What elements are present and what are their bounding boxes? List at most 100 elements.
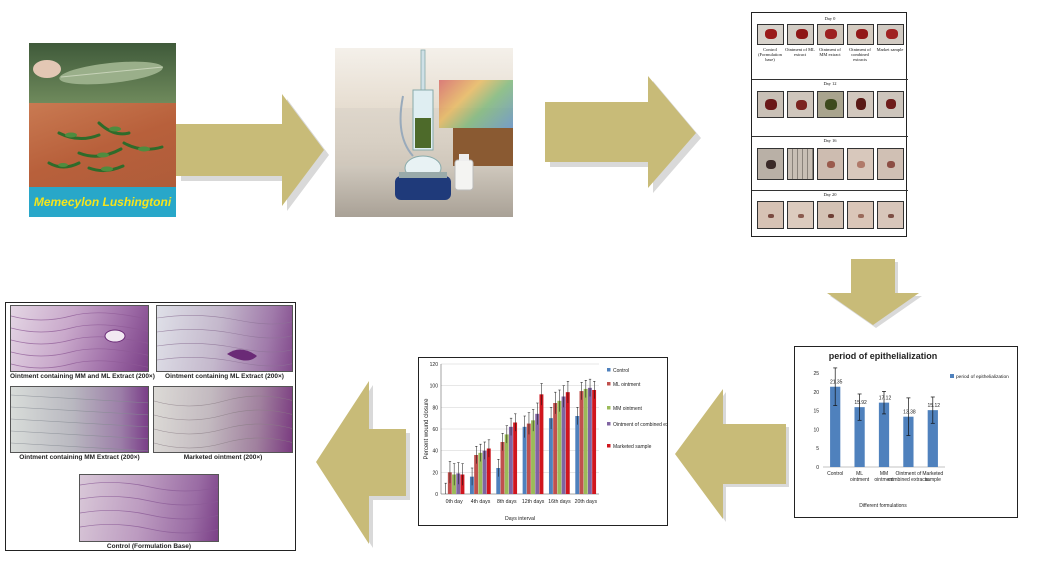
x-tick-label: ointment xyxy=(874,477,894,483)
divider xyxy=(752,79,908,80)
bar xyxy=(478,452,483,494)
glassware-icon xyxy=(395,49,474,200)
arrow-right-1 xyxy=(176,94,329,211)
wound-photo xyxy=(847,24,874,45)
legend-swatch xyxy=(607,368,611,372)
group-label: Control (Formulation base) xyxy=(758,47,782,62)
wound-photo xyxy=(847,201,874,229)
wound-photo xyxy=(817,201,844,229)
x-tick-label: combined extracts xyxy=(888,477,929,483)
tissue-texture xyxy=(80,482,218,534)
wound-photo xyxy=(847,148,874,180)
wound-photo xyxy=(787,24,814,45)
x-tick-label: sample xyxy=(925,477,941,483)
chart-title: period of epithelialization xyxy=(829,351,938,361)
histology-image xyxy=(156,305,293,372)
x-tick-label: 20th days xyxy=(575,499,598,505)
histology-caption: Control (Formulation Base) xyxy=(106,543,192,550)
bar xyxy=(830,386,841,467)
legend-swatch xyxy=(607,422,611,426)
x-tick-label: MM xyxy=(880,471,888,477)
group-label: Ointment of MM extract xyxy=(819,47,841,57)
data-label: 13.38 xyxy=(903,410,916,416)
wall-posters xyxy=(439,80,513,128)
histology-caption: Ointment containing MM Extract (200×) xyxy=(19,454,140,461)
arrow-left-1 xyxy=(675,389,789,522)
bar xyxy=(482,450,487,494)
tissue-texture xyxy=(11,394,148,452)
tissue-texture xyxy=(11,312,148,369)
plant-name: Memecylon Lushingtoni xyxy=(33,195,172,209)
tissue-texture xyxy=(154,395,292,449)
wound-photo xyxy=(817,24,844,45)
bar xyxy=(579,391,584,494)
data-label: 17.12 xyxy=(879,396,892,402)
bar xyxy=(522,426,527,494)
wound-photo xyxy=(757,148,784,180)
wound-photo xyxy=(877,24,904,45)
wound-photo xyxy=(757,201,784,229)
bar xyxy=(878,402,890,467)
x-tick-label: Control xyxy=(827,471,843,477)
y-tick-label: 20 xyxy=(813,390,819,396)
y-tick-label: 0 xyxy=(816,465,819,471)
y-tick-label: 100 xyxy=(430,384,439,390)
wound-photo xyxy=(877,201,904,229)
plant-name-banner: Memecylon Lushingtoni xyxy=(29,187,176,217)
x-tick-label: 16th days xyxy=(548,499,571,505)
histology-image xyxy=(10,305,149,372)
y-tick-label: 5 xyxy=(816,446,819,452)
data-label: 15.12 xyxy=(928,403,941,409)
bar xyxy=(504,434,509,494)
plant-photo: Memecylon Lushingtoni xyxy=(29,43,176,217)
arrow-down xyxy=(827,259,922,328)
wound-photo xyxy=(847,91,874,118)
wound-photo xyxy=(817,91,844,118)
bar xyxy=(854,407,865,467)
bar xyxy=(496,468,501,494)
wound-photo xyxy=(757,91,784,118)
legend-label: MM ointment xyxy=(613,406,643,412)
y-tick-label: 40 xyxy=(432,449,438,455)
day-label: Day 12 xyxy=(823,81,837,86)
x-tick-label: 8th days xyxy=(497,499,517,505)
legend-swatch xyxy=(607,382,611,386)
bar xyxy=(513,422,518,494)
bar xyxy=(500,442,505,494)
leaf-icon xyxy=(33,60,164,85)
wound-images-figure: Day 0 Control (Formulation base) Ointmen… xyxy=(751,12,908,237)
wound-photo xyxy=(877,148,904,180)
bar xyxy=(553,403,558,494)
bar xyxy=(903,416,914,467)
tissue-texture xyxy=(157,315,292,367)
legend-label: period of epithelialization xyxy=(956,374,1009,380)
legend-swatch xyxy=(950,374,954,378)
x-tick-label: 4th days xyxy=(471,499,491,505)
y-axis-label: Percent wound closure xyxy=(424,398,430,460)
bar xyxy=(535,413,540,494)
data-label: 15.92 xyxy=(854,400,867,406)
day-label: Day 16 xyxy=(823,138,837,143)
data-label: 21.35 xyxy=(830,380,843,386)
twigs-icon xyxy=(47,121,164,173)
bar xyxy=(508,426,513,494)
wound-photo xyxy=(817,148,844,180)
day-label: Day 0 xyxy=(824,16,836,21)
bar xyxy=(561,396,566,494)
legend-label: ML ointment xyxy=(613,382,641,388)
histology-caption: Ointment containing MM and ML Extract (2… xyxy=(10,373,155,380)
wound-photo xyxy=(877,91,904,118)
bar xyxy=(583,388,588,494)
legend-swatch xyxy=(607,406,611,410)
x-axis-label: Different formulations xyxy=(859,503,907,509)
y-tick-label: 20 xyxy=(432,470,438,476)
histology-caption: Marketed ointment (200×) xyxy=(183,454,263,461)
bar xyxy=(557,400,562,494)
wound-photo xyxy=(787,148,814,180)
histology-figure: Ointment containing MM and ML Extract (2… xyxy=(5,302,296,551)
day-label: Day 20 xyxy=(823,192,837,197)
histology-caption: Ointment containing ML Extract (200×) xyxy=(165,373,284,380)
